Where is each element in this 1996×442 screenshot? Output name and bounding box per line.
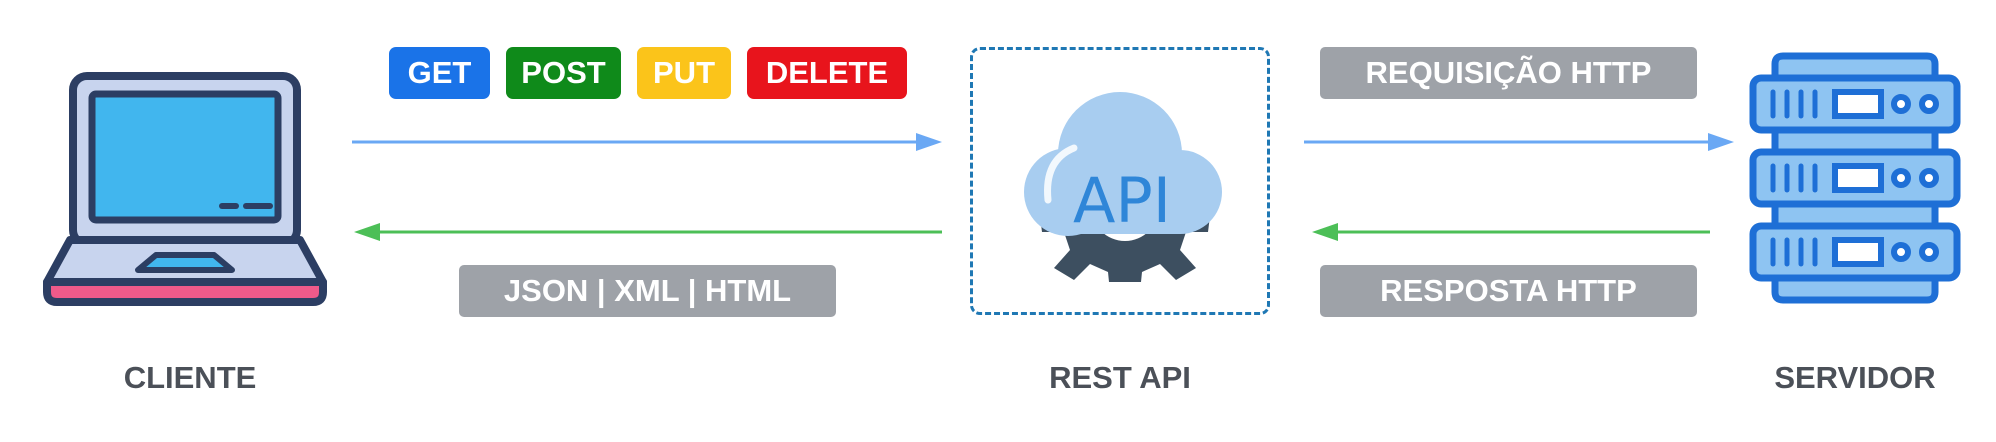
api-frame <box>970 47 1270 315</box>
arrows-client-api <box>352 133 942 241</box>
rest-api-caption: REST API <box>1049 360 1191 395</box>
arrows-api-server <box>1304 133 1734 241</box>
response-formats-label: JSON | XML | HTML <box>459 265 836 317</box>
method-delete-badge: DELETE <box>747 47 907 99</box>
request-arrow-head <box>1708 133 1734 151</box>
server-caption: SERVIDOR <box>1774 360 1936 395</box>
method-post-badge: POST <box>506 47 621 99</box>
server-rack-icon <box>1749 52 1961 304</box>
method-put-badge: PUT <box>637 47 731 99</box>
cloud-gear-api-icon: API <box>1024 92 1222 282</box>
http-request-label: REQUISIÇÃO HTTP <box>1320 47 1697 99</box>
response-arrow-head <box>354 223 380 241</box>
request-arrow-head <box>916 133 942 151</box>
method-get-badge: GET <box>389 47 490 99</box>
laptop-icon <box>43 72 327 306</box>
http-response-label: RESPOSTA HTTP <box>1320 265 1697 317</box>
client-node <box>40 70 330 310</box>
response-arrow-head <box>1312 223 1338 241</box>
client-caption: CLIENTE <box>123 360 257 395</box>
api-node: API <box>1010 82 1240 282</box>
server-node <box>1745 52 1965 312</box>
api-icon-text: API <box>1073 164 1171 237</box>
